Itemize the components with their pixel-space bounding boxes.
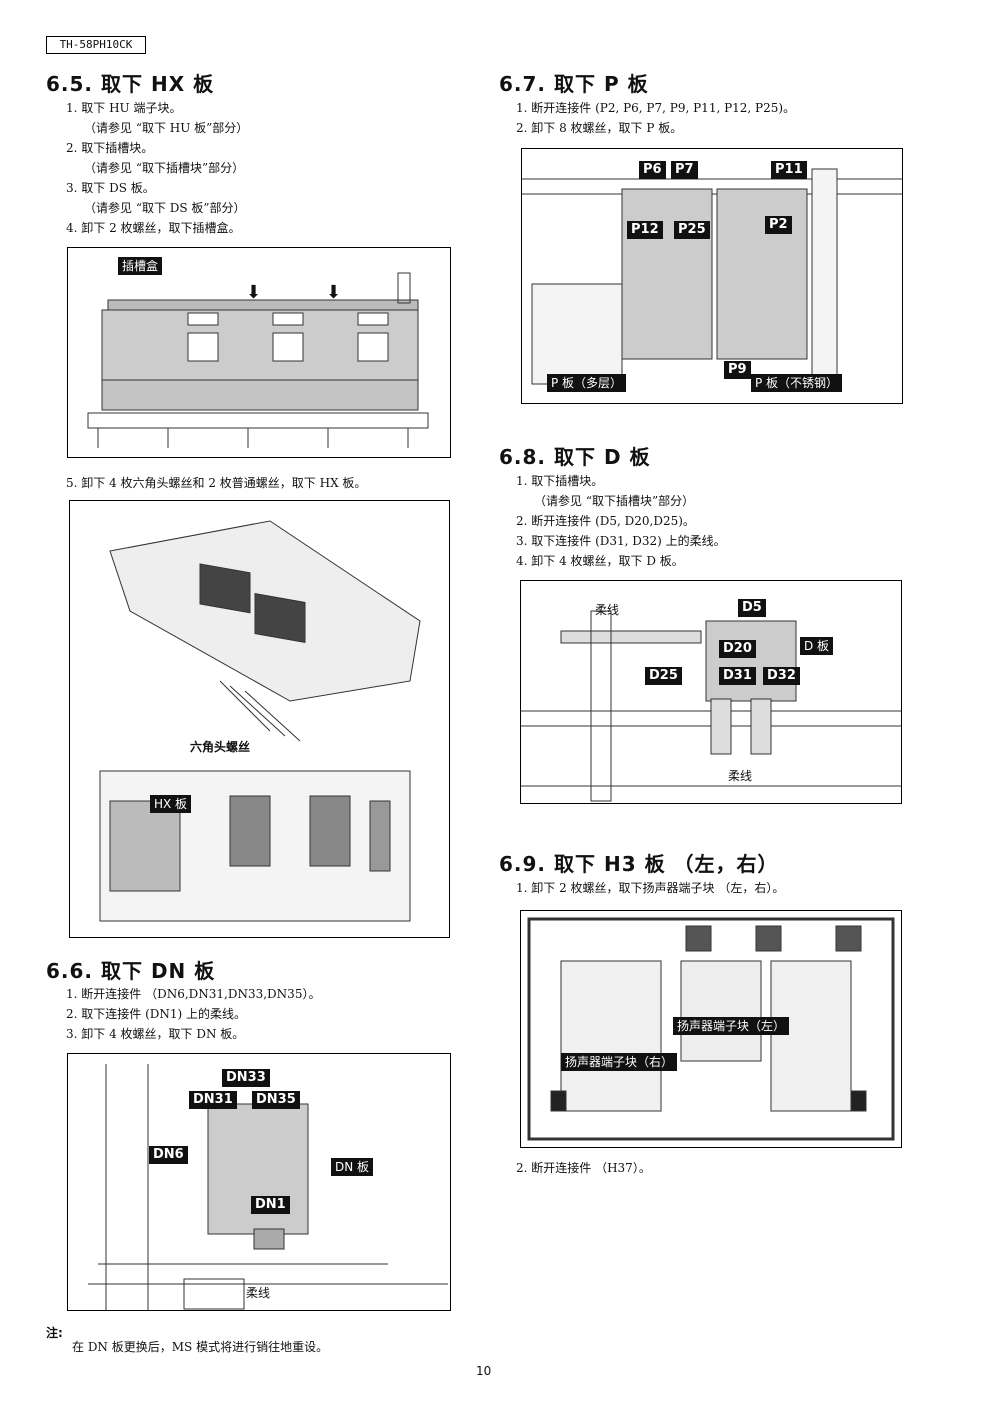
arrow-down-icon: ⬇	[246, 282, 262, 303]
step: 2. 卸下 8 枚螺丝，取下 P 板。	[516, 121, 683, 135]
step: 2. 取下插槽块。	[66, 141, 154, 155]
dn1-label: DN1	[251, 1196, 290, 1214]
step: 1. 断开连接件 （DN6,DN31,DN33,DN35）。	[66, 987, 321, 1001]
p7-label: P7	[671, 161, 698, 179]
step: 3. 取下 DS 板。	[66, 181, 155, 195]
step-note: （请参见 “取下插槽块”部分）	[84, 161, 245, 175]
section-6-8-steps: 1. 取下插槽块。 （请参见 “取下插槽块”部分） 2. 断开连接件 (D5, …	[516, 471, 726, 571]
h3-board-drawing	[527, 917, 895, 1141]
flex-cable-label-top: 柔线	[595, 603, 620, 617]
p-board-steel-label: P 板（不锈钢）	[751, 374, 843, 392]
note-body: 在 DN 板更换后，MS 模式将进行销往地重设。	[72, 1340, 329, 1354]
hx-board-drawing	[99, 520, 421, 922]
step: 2. 断开连接件 (D5, D20,D25)。	[516, 514, 695, 528]
section-6-6-steps: 1. 断开连接件 （DN6,DN31,DN33,DN35）。 2. 取下连接件 …	[66, 984, 320, 1044]
dn35-label: DN35	[252, 1091, 300, 1109]
p6-label: P6	[639, 161, 666, 179]
p-board-drawing	[522, 168, 902, 390]
section-6-7-steps: 1. 断开连接件 (P2, P6, P7, P9, P11, P12, P25)…	[516, 98, 795, 138]
section-6-9-steps: 1. 卸下 2 枚螺丝，取下扬声器端子块 （左，右）。	[516, 878, 784, 898]
figure-hx-board: 六角头螺丝 HX 板	[69, 500, 450, 938]
figure-slot-box: 插槽盒 ⬇ ⬇	[67, 247, 451, 458]
p12-label: P12	[627, 221, 663, 239]
dn31-label: DN31	[189, 1091, 237, 1109]
d-board-drawing	[521, 610, 901, 802]
p25-label: P25	[674, 221, 710, 239]
section-6-9-step-2: 2. 断开连接件 （H37）。	[516, 1161, 651, 1175]
step: 2. 取下连接件 (DN1) 上的柔线。	[66, 1007, 247, 1021]
slot-box-drawing	[87, 272, 429, 448]
section-6-5-step-5: 5. 卸下 4 枚六角头螺丝和 2 枚普通螺丝，取下 HX 板。	[66, 476, 367, 490]
section-6-6-title: 6.6. 取下 DN 板	[46, 959, 216, 983]
step: 1. 取下 HU 端子块。	[66, 101, 182, 115]
figure-h3-board: 扬声器端子块（左） 扬声器端子块（右）	[520, 910, 902, 1148]
flex-cable-label: 柔线	[246, 1286, 271, 1300]
step: 1. 断开连接件 (P2, P6, P7, P9, P11, P12, P25)…	[516, 101, 796, 115]
dn-board-label: DN 板	[331, 1158, 374, 1176]
step: 3. 卸下 4 枚螺丝，取下 DN 板。	[66, 1027, 245, 1041]
dn6-label: DN6	[149, 1146, 188, 1164]
step-note: （请参见 “取下 DS 板”部分）	[84, 201, 246, 215]
section-6-5-steps: 1. 取下 HU 端子块。 （请参见 “取下 HU 板”部分） 2. 取下插槽块…	[66, 98, 248, 238]
step: 4. 卸下 4 枚螺丝，取下 D 板。	[516, 554, 684, 568]
p11-label: P11	[771, 161, 807, 179]
d20-label: D20	[719, 640, 756, 658]
section-6-5-title: 6.5. 取下 HX 板	[46, 72, 215, 96]
hex-screw-label: 六角头螺丝	[190, 740, 251, 754]
d-board-label: D 板	[800, 637, 834, 655]
section-6-8-title: 6.8. 取下 D 板	[499, 445, 651, 469]
speaker-terminal-right-label: 扬声器端子块（右）	[561, 1053, 678, 1071]
figure-p-board: P6 P7 P11 P12 P25 P2 P9 P 板（多层） P 板（不锈钢）	[521, 148, 903, 404]
hx-board-label: HX 板	[150, 795, 192, 813]
dn33-label: DN33	[222, 1069, 270, 1087]
step: 1. 取下插槽块。	[516, 474, 604, 488]
step: 1. 卸下 2 枚螺丝，取下扬声器端子块 （左，右）。	[516, 881, 785, 895]
d32-label: D32	[763, 667, 800, 685]
figure-d-board: 柔线 D5 D 板 D20 D25 D31 D32 柔线	[520, 580, 902, 804]
step-note: （请参见 “取下插槽块”部分）	[534, 494, 695, 508]
note-title: 注:	[46, 1326, 63, 1340]
p9-label: P9	[724, 361, 751, 379]
step: 4. 卸下 2 枚螺丝，取下插槽盒。	[66, 221, 241, 235]
model-number: TH-58PH10CK	[46, 36, 146, 54]
page-number: 10	[476, 1364, 492, 1378]
step: 3. 取下连接件 (D31, D32) 上的柔线。	[516, 534, 726, 548]
section-6-7-title: 6.7. 取下 P 板	[499, 72, 649, 96]
slot-box-label: 插槽盒	[118, 257, 163, 275]
p-board-multilayer-label: P 板（多层）	[547, 374, 627, 392]
d25-label: D25	[645, 667, 682, 685]
p2-label: P2	[765, 216, 792, 234]
d5-label: D5	[738, 599, 766, 617]
speaker-terminal-left-label: 扬声器端子块（左）	[673, 1017, 790, 1035]
flex-cable-label-bottom: 柔线	[728, 769, 753, 783]
arrow-down-icon: ⬇	[326, 282, 342, 303]
figure-dn-board: DN33 DN31 DN35 DN6 DN 板 DN1 柔线	[67, 1053, 451, 1311]
step-note: （请参见 “取下 HU 板”部分）	[84, 121, 249, 135]
d31-label: D31	[719, 667, 756, 685]
section-6-9-title: 6.9. 取下 H3 板 （左，右）	[499, 852, 779, 876]
